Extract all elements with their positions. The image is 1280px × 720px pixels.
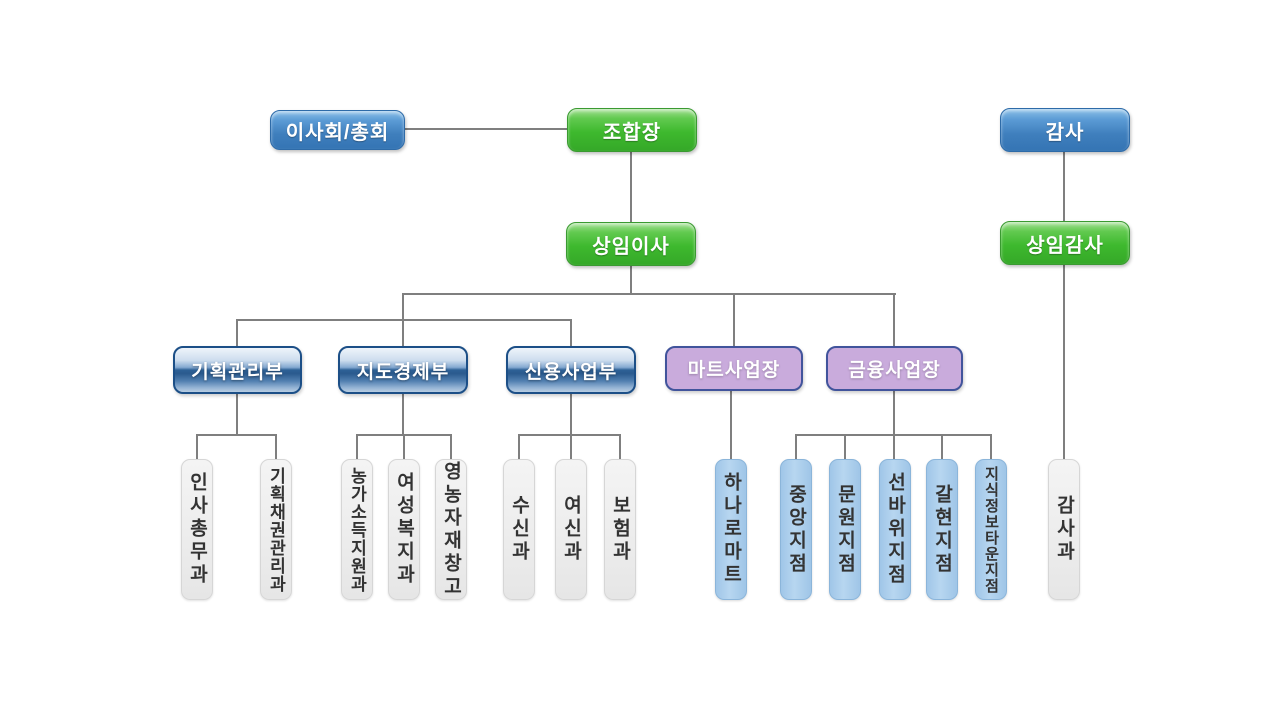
connector-line [356, 434, 358, 459]
node-executive-director-label: 상임이사 [592, 235, 670, 258]
connector-line [795, 434, 797, 459]
connector-line [1063, 152, 1065, 221]
connector-line [990, 434, 992, 459]
connector-line [1063, 265, 1065, 459]
connector-line [844, 434, 846, 459]
node-dept-credit: 신용사업부 [506, 346, 636, 394]
node-board-label: 이사회/총회 [285, 121, 390, 144]
node-board: 이사회/총회 [270, 110, 405, 150]
connector-line [450, 434, 452, 459]
unit-label: 농가소득지원과 [347, 466, 367, 593]
connector-line [402, 293, 404, 320]
connector-line [733, 293, 735, 347]
connector-line [236, 394, 238, 435]
unit-hr-general-affairs: 인사총무과 [181, 459, 213, 600]
node-dept-guidance-economy: 지도경제부 [338, 346, 468, 394]
unit-label: 기획채권관리과 [266, 466, 286, 593]
unit-label: 수신과 [508, 495, 530, 564]
connector-line [941, 434, 943, 459]
unit-label: 중앙지점 [785, 483, 807, 576]
node-executive-auditor: 상임감사 [1000, 221, 1130, 265]
connector-line [196, 434, 277, 436]
unit-insurance: 보험과 [604, 459, 636, 600]
connector-line [236, 319, 238, 347]
unit-hanaro-mart: 하나로마트 [715, 459, 747, 600]
unit-farming-materials-warehouse: 영농자재창고 [435, 459, 467, 600]
connector-line [570, 394, 572, 435]
unit-farm-income-support: 농가소득지원과 [341, 459, 373, 600]
unit-label: 보험과 [609, 495, 631, 564]
connector-line [570, 434, 572, 459]
node-president-label: 조합장 [602, 121, 662, 144]
node-executive-auditor-label: 상임감사 [1026, 234, 1104, 257]
unit-label: 영농자재창고 [440, 460, 462, 599]
node-president: 조합장 [567, 108, 697, 152]
unit-loans: 여신과 [555, 459, 587, 600]
unit-label: 하나로마트 [720, 472, 742, 587]
connector-line [236, 319, 572, 321]
unit-jungang-branch: 중앙지점 [780, 459, 812, 600]
node-dept-planning: 기획관리부 [173, 346, 302, 394]
unit-deposits: 수신과 [503, 459, 535, 600]
connector-line [518, 434, 621, 436]
node-dept-guidance-economy-label: 지도경제부 [356, 361, 450, 383]
connector-line [630, 152, 632, 222]
connector-line [630, 266, 632, 294]
connector-line [402, 394, 404, 435]
connector-line [730, 391, 732, 459]
unit-womens-welfare: 여성복지과 [388, 459, 420, 600]
unit-label: 지식정보타운지점 [982, 465, 1000, 594]
unit-label: 여성복지과 [393, 472, 415, 587]
connector-line [275, 434, 277, 459]
connector-line [893, 434, 895, 459]
node-executive-director: 상임이사 [566, 222, 696, 266]
unit-label: 감사과 [1053, 495, 1075, 564]
connector-line [403, 434, 405, 459]
node-dept-finance-label: 금융사업장 [848, 360, 941, 381]
connector-line [196, 434, 198, 459]
unit-galhyeon-branch: 갈현지점 [926, 459, 958, 600]
connector-line [893, 293, 895, 347]
connector-line [893, 391, 895, 435]
unit-label: 갈현지점 [931, 483, 953, 576]
unit-munwon-branch: 문원지점 [829, 459, 861, 600]
connector-line [405, 128, 567, 130]
connector-line [619, 434, 621, 459]
node-dept-credit-label: 신용사업부 [524, 361, 618, 383]
unit-label: 여신과 [560, 495, 582, 564]
unit-seonbawi-branch: 선바위지점 [879, 459, 911, 600]
node-dept-planning-label: 기획관리부 [191, 361, 284, 383]
unit-label: 문원지점 [834, 483, 856, 576]
connector-line [402, 319, 404, 347]
unit-audit: 감사과 [1048, 459, 1080, 600]
node-auditor: 감사 [1000, 108, 1130, 152]
unit-label: 인사총무과 [186, 472, 208, 587]
node-dept-finance: 금융사업장 [826, 346, 963, 391]
node-dept-mart-label: 마트사업장 [687, 360, 781, 381]
connector-line [570, 319, 572, 347]
unit-knowledge-info-town-branch: 지식정보타운지점 [975, 459, 1007, 600]
node-dept-mart: 마트사업장 [665, 346, 803, 391]
unit-label: 선바위지점 [884, 472, 906, 587]
connector-line [402, 293, 896, 295]
unit-planning-bond-management: 기획채권관리과 [260, 459, 292, 600]
node-auditor-label: 감사 [1045, 121, 1085, 144]
connector-line [518, 434, 520, 459]
